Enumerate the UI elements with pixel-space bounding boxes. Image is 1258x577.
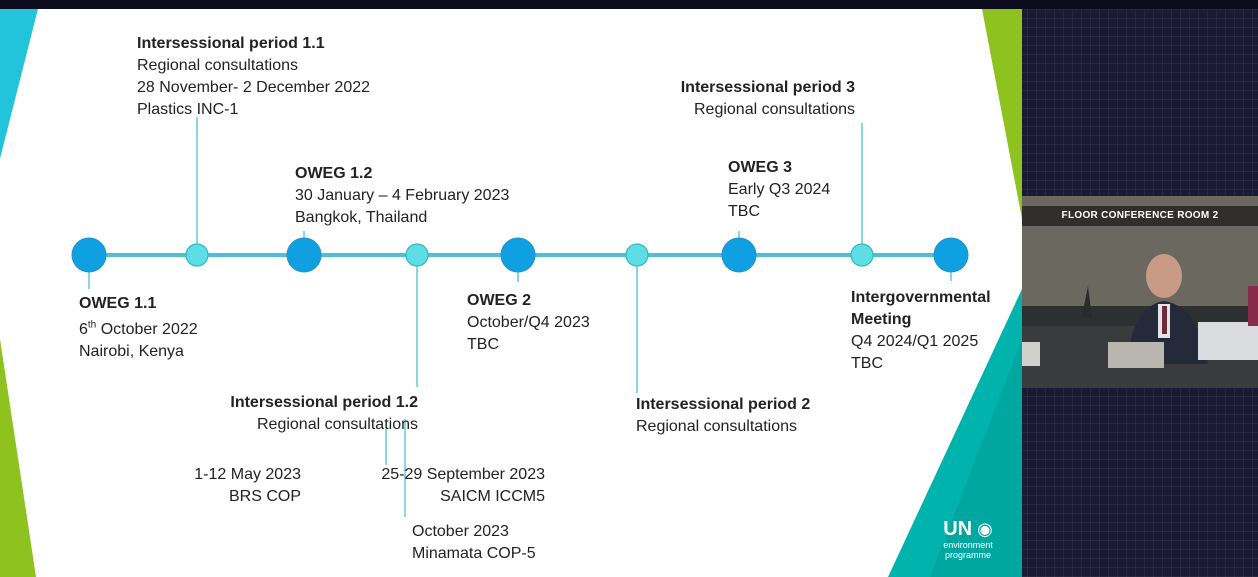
presentation-slide: Intersessional period 1.1 Regional consu… — [0, 9, 1022, 577]
label-minamata-line: Minamata COP-5 — [412, 545, 536, 562]
slide-graphics — [0, 9, 1022, 577]
node-ip3 — [850, 243, 874, 267]
label-oweg11-day: 6 — [79, 321, 88, 339]
label-ip12: Intersessional period 1.2 Regional consu… — [190, 392, 418, 436]
label-minamata-line: October 2023 — [412, 523, 509, 540]
unep-logo-line1: environment — [943, 540, 993, 550]
label-ip11-line: Plastics INC-1 — [137, 101, 239, 118]
label-saicm-line: SAICM ICCM5 — [440, 488, 545, 505]
node-ip11 — [185, 243, 209, 267]
bottom-right-teal-accent — [930, 339, 1022, 577]
node-ip12 — [405, 243, 429, 267]
label-ig-line: TBC — [851, 355, 883, 372]
label-brs-line: 1-12 May 2023 — [194, 466, 301, 483]
label-oweg11-day-suffix: th — [87, 320, 97, 331]
label-oweg12-line: Bangkok, Thailand — [295, 209, 428, 226]
label-ig-line: Q4 2024/Q1 2025 — [851, 333, 979, 350]
bottom-left-green-shape — [0, 339, 36, 577]
label-ip11-line: 28 November- 2 December 2022 — [137, 79, 371, 96]
label-oweg2-title: OWEG 2 — [467, 292, 532, 309]
label-ig: Intergovernmental Meeting Q4 2024/Q1 202… — [851, 287, 991, 375]
label-brs-line: BRS COP — [228, 488, 301, 505]
speaker-head — [1146, 254, 1182, 298]
unep-logo: UN ◉ environment programme — [922, 518, 1014, 577]
label-ip11: Intersessional period 1.1 Regional consu… — [137, 33, 370, 121]
unep-logo-text: UN — [943, 518, 973, 540]
label-oweg12-line: 30 January – 4 February 2023 — [295, 187, 510, 204]
label-oweg11: OWEG 1.1 6th October 2022 Nairobi, Kenya — [79, 293, 198, 363]
label-ip12-title: Intersessional period 1.2 — [230, 394, 418, 411]
label-oweg11-month: October 2022 — [96, 321, 198, 339]
label-ip12-line: Regional consultations — [257, 416, 418, 433]
label-saicm-line: 25-29 September 2023 — [381, 466, 545, 483]
label-oweg11-title: OWEG 1.1 — [79, 295, 157, 312]
node-oweg12 — [286, 237, 322, 273]
timeline-nodes — [71, 237, 969, 273]
label-ig-title: Intergovernmental — [851, 289, 991, 306]
label-minamata: October 2023 Minamata COP-5 — [412, 521, 536, 565]
label-oweg3-title: OWEG 3 — [728, 159, 793, 176]
top-left-divider — [0, 9, 40, 184]
label-ip11-title: Intersessional period 1.1 — [137, 35, 325, 52]
name-plate — [1108, 342, 1164, 368]
label-ip2-line: Regional consultations — [636, 418, 797, 435]
label-oweg3-line: Early Q3 2024 — [728, 181, 831, 198]
label-ip3-line: Regional consultations — [694, 101, 855, 118]
monitor — [1198, 322, 1258, 360]
label-ip3-title: Intersessional period 3 — [680, 79, 855, 96]
label-oweg12: OWEG 1.2 30 January – 4 February 2023 Ba… — [295, 163, 509, 229]
camera-room-label: FLOOR CONFERENCE ROOM 2 — [1022, 206, 1258, 226]
node-oweg3 — [721, 237, 757, 273]
label-ip3: Intersessional period 3 Regional consult… — [640, 77, 855, 121]
label-oweg11-date: 6th October 2022 — [79, 320, 198, 339]
top-right-green-shape — [982, 9, 1022, 219]
unep-logo-line2: programme — [944, 550, 991, 560]
node-ip2 — [625, 243, 649, 267]
globe-icon: ◉ — [972, 519, 993, 539]
top-bar — [0, 0, 1258, 9]
label-oweg3-line: TBC — [728, 203, 760, 220]
label-saicm: 25-29 September 2023 SAICM ICCM5 — [340, 464, 545, 508]
node-oweg2 — [500, 237, 536, 273]
label-ig-title: Meeting — [851, 311, 912, 328]
label-ip2: Intersessional period 2 Regional consult… — [636, 394, 810, 438]
label-oweg2-line: October/Q4 2023 — [467, 314, 590, 331]
label-oweg2-line: TBC — [467, 336, 499, 353]
label-oweg2: OWEG 2 October/Q4 2023 TBC — [467, 290, 590, 356]
label-brs: 1-12 May 2023 BRS COP — [150, 464, 301, 508]
label-oweg11-line: Nairobi, Kenya — [79, 343, 184, 361]
unep-logo-mark: UN ◉ — [922, 518, 1014, 540]
label-ip2-title: Intersessional period 2 — [636, 396, 811, 413]
node-ig — [933, 237, 969, 273]
label-oweg12-title: OWEG 1.2 — [295, 165, 373, 182]
label-oweg3: OWEG 3 Early Q3 2024 TBC — [728, 157, 830, 223]
node-oweg11 — [71, 237, 107, 273]
camera-feed: FLOOR CONFERENCE ROOM 2 — [1022, 196, 1258, 388]
label-ip11-line: Regional consultations — [137, 57, 298, 74]
